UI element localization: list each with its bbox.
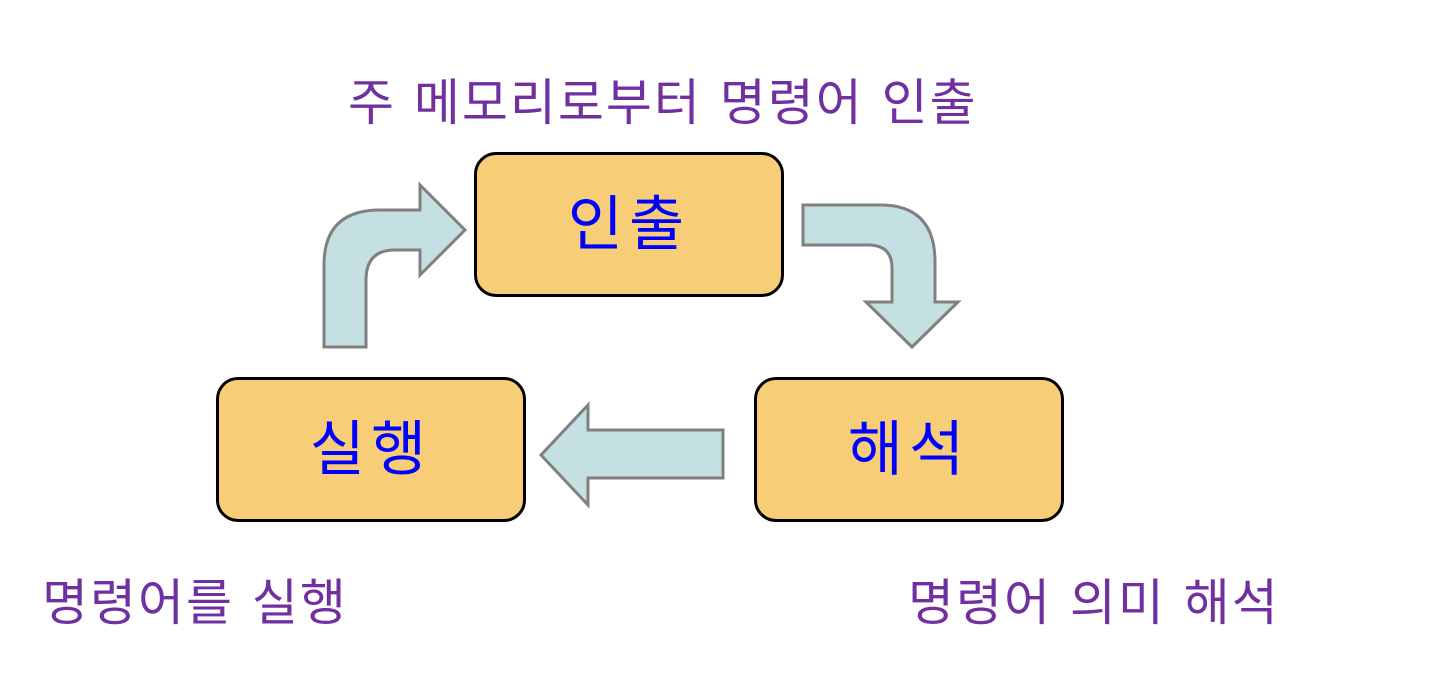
execute-caption: 명령어를 실행 [42, 574, 348, 632]
decode-caption: 명령어 의미 해석 [908, 574, 1280, 632]
decode-stage-box: 해석 [754, 377, 1064, 522]
execute-stage-label: 실행 [309, 414, 433, 485]
decode-stage-label: 해석 [847, 414, 971, 485]
arrow-fetch-to-decode [801, 203, 962, 350]
fetch-stage-box: 인출 [474, 152, 784, 297]
arrow-decode-to-execute [538, 401, 725, 509]
fetch-stage-label: 인출 [567, 189, 691, 260]
execute-stage-box: 실행 [216, 377, 526, 522]
arrow-execute-to-fetch [322, 181, 468, 349]
fetch-caption: 주 메모리로부터 명령어 인출 [348, 74, 978, 132]
